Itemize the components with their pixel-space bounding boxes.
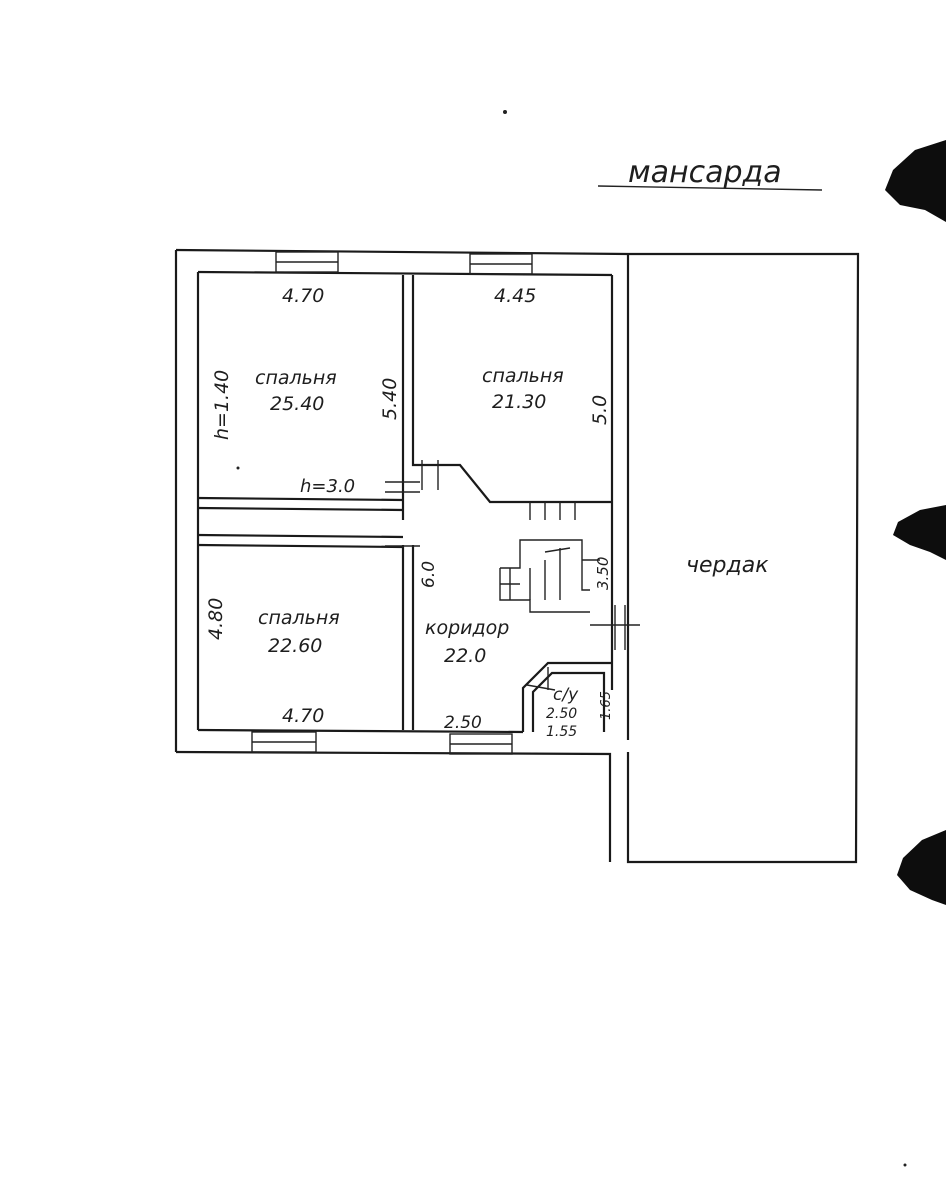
bedroom-3-name: спальня bbox=[258, 607, 340, 629]
bedroom-3-depth: 4.80 bbox=[205, 598, 227, 640]
scan-dot bbox=[236, 466, 240, 470]
wc-depth: 1.65 bbox=[599, 691, 614, 720]
interior-walls bbox=[197, 275, 612, 732]
bedroom-2-name: спальня bbox=[482, 365, 564, 387]
scan-dot bbox=[503, 110, 507, 114]
title-underline bbox=[597, 185, 823, 191]
corridor-area: 22.0 bbox=[444, 645, 486, 667]
staircase bbox=[499, 502, 600, 613]
bedroom-1-width: 4.70 bbox=[282, 285, 324, 307]
door-marks bbox=[385, 460, 640, 650]
bedroom-1-ceiling-height: h=3.0 bbox=[300, 476, 355, 497]
stair-depth: 3.50 bbox=[594, 557, 612, 590]
windows bbox=[251, 251, 533, 755]
bedroom-3-width: 4.70 bbox=[282, 705, 324, 727]
exterior-walls bbox=[174, 248, 860, 864]
bedroom-1-side-height: h=1.40 bbox=[211, 370, 233, 440]
bedroom-2-area: 21.30 bbox=[492, 391, 546, 413]
plan-title: мансарда bbox=[628, 155, 782, 190]
corridor-width: 2.50 bbox=[444, 713, 482, 733]
bathroom-fixtures bbox=[526, 667, 556, 691]
wc-name: с/у bbox=[553, 685, 579, 705]
corridor-depth: 6.0 bbox=[419, 561, 439, 588]
scan-dot bbox=[903, 1163, 907, 1167]
bedroom-3-area: 22.60 bbox=[268, 635, 322, 657]
bedroom-2-width: 4.45 bbox=[494, 285, 536, 307]
scan-artifacts bbox=[885, 140, 946, 905]
corridor-name: коридор bbox=[425, 617, 509, 639]
wc-area: 2.50 bbox=[546, 706, 577, 722]
wc-width: 1.55 bbox=[546, 724, 577, 740]
bedroom-2-depth: 5.0 bbox=[589, 395, 611, 425]
bedroom-1-name: спальня bbox=[255, 367, 337, 389]
attic-name: чердак bbox=[686, 553, 769, 578]
bedroom-1-depth: 5.40 bbox=[379, 378, 401, 420]
bedroom-1-area: 25.40 bbox=[270, 393, 324, 415]
